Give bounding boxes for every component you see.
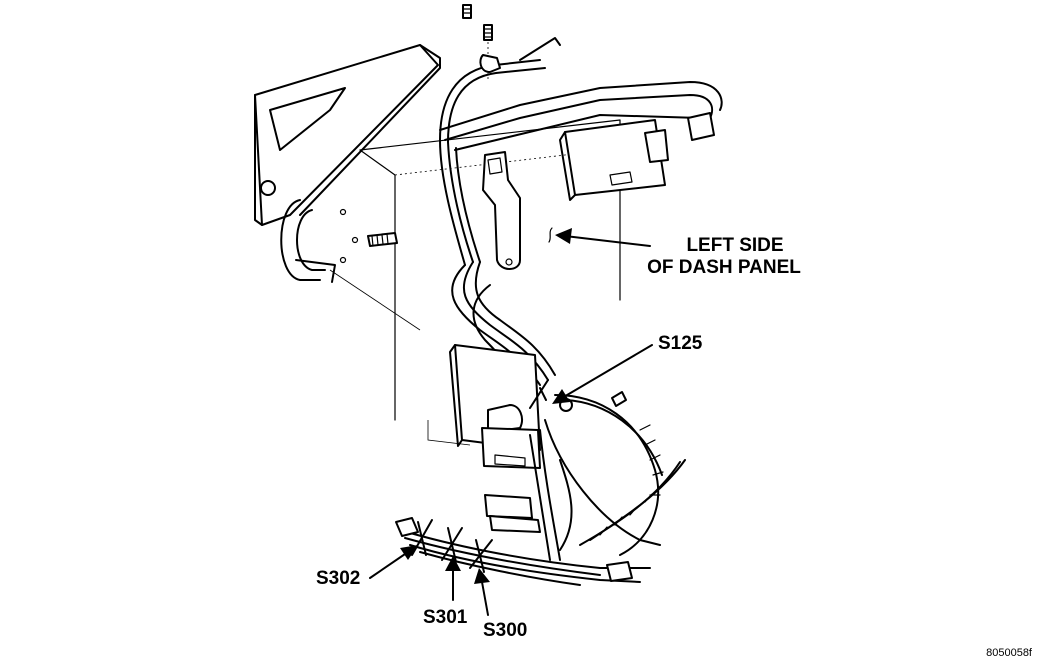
leader-arrows (369, 227, 653, 616)
control-module (559, 119, 669, 201)
top-screws (462, 4, 493, 80)
callout-left-side-of-dash-panel: LEFT SIDE OF DASH PANEL (647, 235, 810, 279)
u-clamp (280, 199, 336, 283)
lower-module (449, 344, 541, 469)
callout-left-side-line2: OF DASH PANEL (647, 257, 801, 278)
main-harness (439, 37, 723, 266)
callout-s302: S302 (316, 568, 361, 589)
callout-left-side-line1: LEFT SIDE (686, 235, 784, 256)
right-branch-harness (544, 391, 686, 556)
bottom-wire-bundle (395, 429, 651, 586)
lower-connector (484, 494, 541, 533)
stud-bolt (339, 208, 398, 264)
callout-s300: S300 (483, 620, 528, 641)
callout-s301: S301 (423, 607, 468, 628)
mounting-bracket (254, 44, 441, 226)
slotted-bracket (482, 151, 521, 270)
callout-s125: S125 (658, 333, 703, 354)
figure-id: 8050058f (986, 647, 1032, 659)
